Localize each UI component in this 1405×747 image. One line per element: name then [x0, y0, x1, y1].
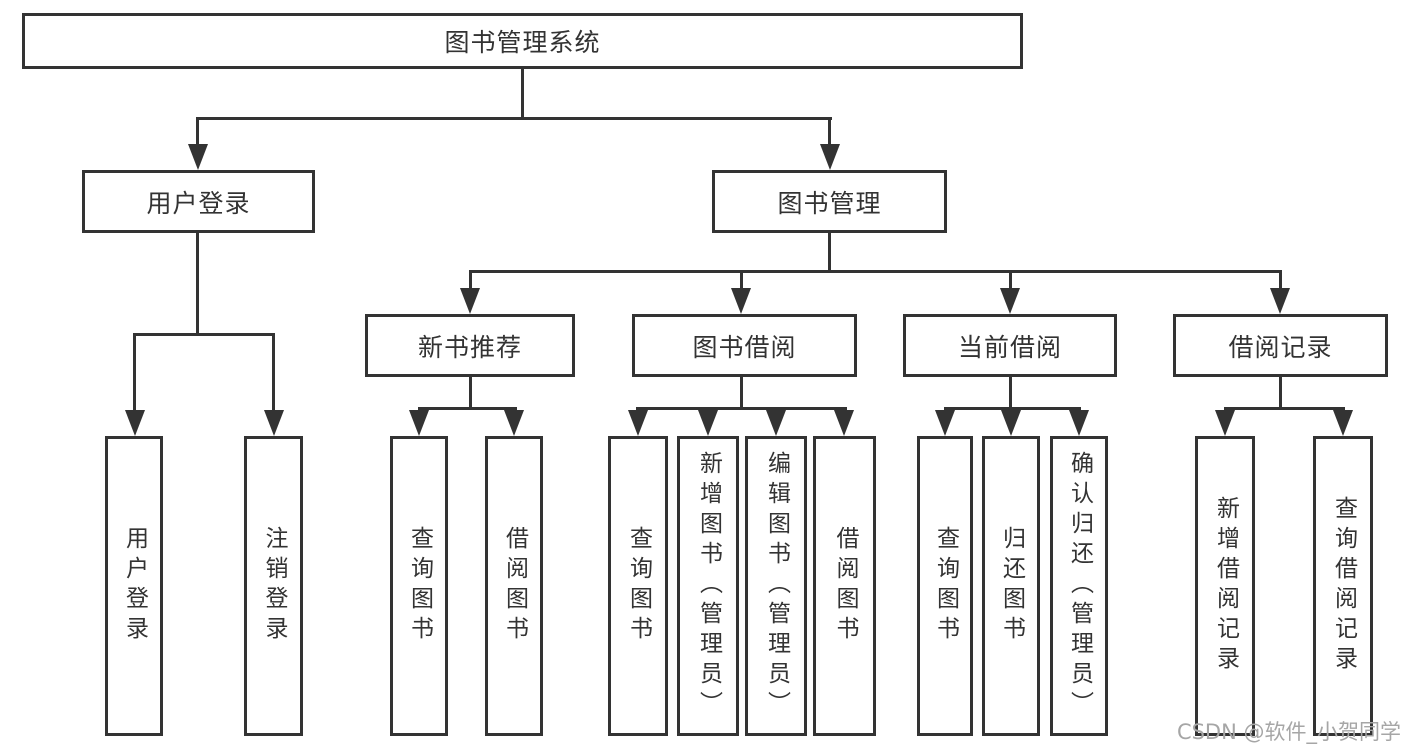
arrowhead-down [1270, 288, 1290, 314]
node-user-login-label: 用户登录 [146, 188, 251, 218]
connector-hline [636, 407, 847, 410]
node-current-borrowing-label: 当前借阅 [957, 332, 1062, 362]
node-book-management-label: 图书管理 [777, 188, 882, 218]
node-bb-edit-books-admin: 编辑图书（管理员） [745, 436, 807, 736]
node-cb-return-books: 归还图书 [982, 436, 1040, 736]
arrowhead-down [1069, 410, 1089, 436]
arrowhead-down [125, 410, 145, 436]
node-borrowing-records: 借阅记录 [1173, 314, 1388, 377]
node-logout-action: 注销登录 [244, 436, 303, 736]
arrowhead-down [188, 144, 208, 170]
connector-vline [740, 270, 743, 292]
connector-vline [521, 68, 524, 119]
node-borrowing-records-label: 借阅记录 [1228, 332, 1333, 362]
connector-vline [272, 333, 275, 413]
node-book-borrowing-label: 图书借阅 [692, 332, 797, 362]
node-library-system: 图书管理系统 [22, 13, 1023, 69]
arrowhead-down [460, 288, 480, 314]
connector-vline [196, 233, 199, 335]
node-bb-add-books-admin: 新增图书（管理员） [677, 436, 739, 736]
node-cb-confirm-return-admin: 确认归还（管理员） [1050, 436, 1108, 736]
node-br-query-record: 查询借阅记录 [1313, 436, 1373, 736]
arrowhead-down [1333, 410, 1353, 436]
connector-hline [469, 270, 1281, 273]
arrowhead-down [1001, 410, 1021, 436]
node-library-system-label: 图书管理系统 [444, 28, 601, 57]
connector-vline [133, 333, 136, 413]
node-new-book-recommend: 新书推荐 [365, 314, 575, 377]
connector-hline [133, 333, 275, 336]
node-book-management: 图书管理 [712, 170, 947, 233]
connector-vline [828, 117, 831, 149]
connector-vline [469, 377, 472, 409]
arrowhead-down [409, 410, 429, 436]
arrowhead-down [820, 144, 840, 170]
node-book-borrowing: 图书借阅 [632, 314, 857, 377]
connector-hline [196, 117, 832, 120]
connector-vline [1009, 270, 1012, 292]
node-nbr-borrow-books: 借阅图书 [485, 436, 543, 736]
node-nbr-query-books: 查询图书 [390, 436, 448, 736]
watermark: CSDN @软件_小贺同学 [1176, 720, 1401, 744]
node-cb-query-books: 查询图书 [917, 436, 973, 736]
arrowhead-down [731, 288, 751, 314]
node-user-login: 用户登录 [82, 170, 315, 233]
arrowhead-down [504, 410, 524, 436]
node-bb-borrow-books: 借阅图书 [813, 436, 876, 736]
arrowhead-down [1000, 288, 1020, 314]
connector-hline [418, 407, 517, 410]
connector-vline [1279, 270, 1282, 292]
arrowhead-down [698, 410, 718, 436]
connector-hline [1224, 407, 1345, 410]
arrowhead-down [628, 410, 648, 436]
node-user-login-action: 用户登录 [105, 436, 163, 736]
connector-vline [1279, 377, 1282, 409]
node-br-add-record: 新增借阅记录 [1195, 436, 1255, 736]
arrowhead-down [935, 410, 955, 436]
node-new-book-recommend-label: 新书推荐 [417, 332, 522, 362]
node-current-borrowing: 当前借阅 [903, 314, 1117, 377]
arrowhead-down [1215, 410, 1235, 436]
connector-vline [469, 270, 472, 292]
connector-vline [828, 233, 831, 272]
arrowhead-down [834, 410, 854, 436]
arrowhead-down [264, 410, 284, 436]
connector-vline [740, 377, 743, 409]
node-bb-query-books: 查询图书 [608, 436, 668, 736]
connector-vline [1009, 377, 1012, 409]
arrowhead-down [766, 410, 786, 436]
connector-vline [196, 117, 199, 149]
